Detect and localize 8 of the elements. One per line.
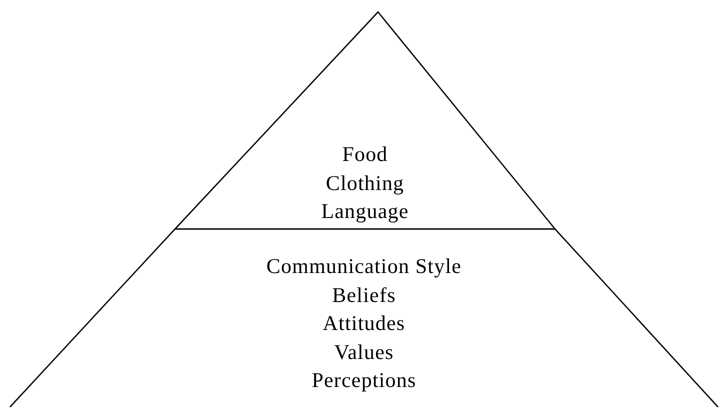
list-item: Clothing <box>326 170 404 196</box>
list-item: Food <box>342 141 388 168</box>
list-item: Beliefs <box>332 282 396 308</box>
list-item: Language <box>321 198 409 225</box>
list-item: Perceptions <box>312 367 416 394</box>
list-item: Communication Style <box>266 253 462 280</box>
list-item: Attitudes <box>322 310 406 337</box>
list-item: Values <box>334 338 394 366</box>
